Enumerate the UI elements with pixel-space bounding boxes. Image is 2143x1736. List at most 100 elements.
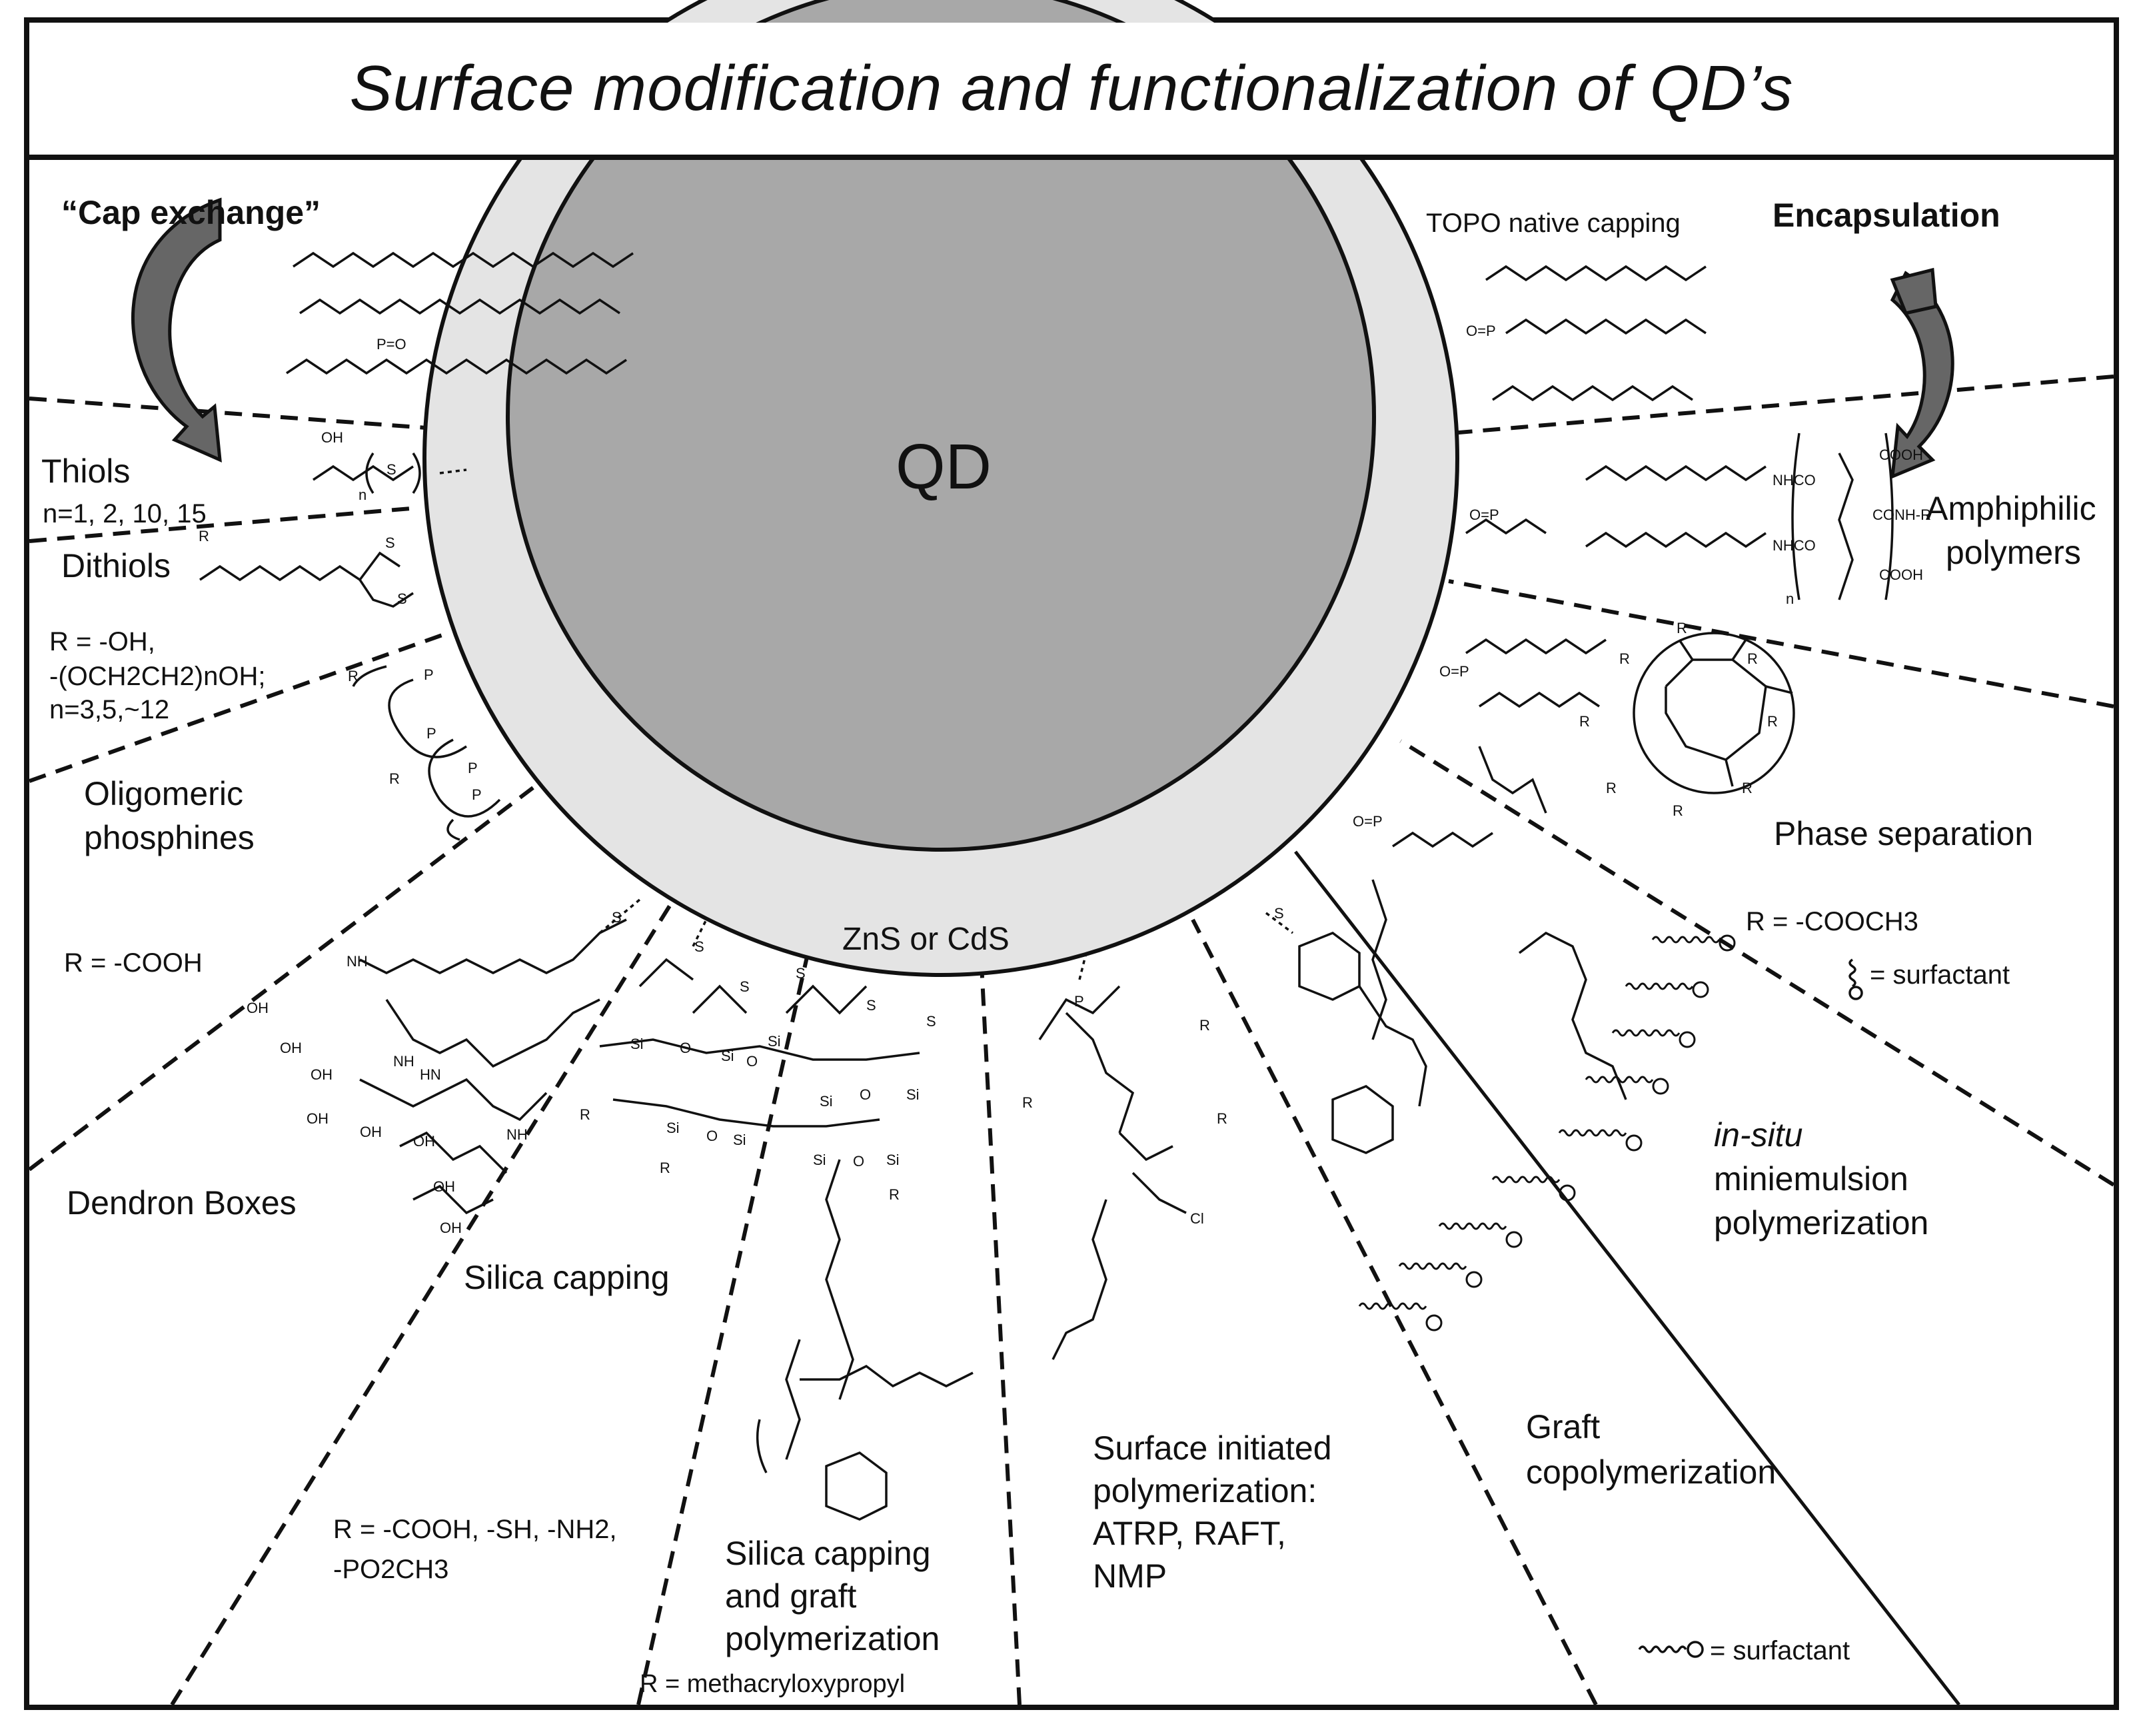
atom-r: R <box>1606 780 1617 796</box>
atom-nh: NH <box>506 1126 528 1143</box>
topo-label: TOPO native capping <box>1426 209 1681 238</box>
polymer-backbone <box>1838 452 1854 600</box>
phase-separation-label: Phase separation <box>1774 815 2034 852</box>
alkyl-chain <box>1585 464 1767 482</box>
dithiols-r-line3: n=3,5,~12 <box>49 695 170 724</box>
graft-chain <box>1358 986 1427 1107</box>
encapsulation-arrow <box>1890 271 1954 479</box>
dashed-bond <box>598 898 641 934</box>
thiol-chain <box>313 464 414 482</box>
r-cooch3-label: R = -COOCH3 <box>1746 907 1918 936</box>
atom-conhr: CONH-R <box>1872 506 1931 523</box>
sector-dividers <box>29 375 2114 1705</box>
dendron-chain <box>359 918 627 974</box>
atom-si: Si <box>733 1132 746 1148</box>
dithiols-r-line1: R = -OH, <box>49 627 155 656</box>
divider-line <box>29 786 534 1172</box>
atom-s: S <box>397 590 407 607</box>
silica-chain <box>825 1159 854 1400</box>
bracket <box>756 1419 768 1473</box>
benzene-ring <box>1331 1085 1394 1154</box>
divider-line <box>29 631 448 783</box>
atom-s: S <box>386 461 396 478</box>
atom-s: S <box>612 909 622 926</box>
atom-r: R <box>1199 1017 1210 1034</box>
atom-r: R <box>1742 780 1753 796</box>
benzene-ring <box>825 1451 888 1521</box>
graft-label-line1: Silica capping <box>725 1535 931 1572</box>
silica-chain <box>638 958 694 988</box>
surfactant-row <box>1398 1262 1483 1288</box>
sphere-pattern <box>1725 759 1734 787</box>
surfactant-head <box>1848 986 1863 1000</box>
divider-line <box>1191 918 1598 1705</box>
dendron-chain <box>359 1078 548 1122</box>
atom-p: P <box>1074 993 1084 1010</box>
atom-si: Si <box>666 1120 680 1136</box>
divider-line <box>29 506 419 543</box>
alkyl-chain <box>1505 318 1707 335</box>
dithiols-label: Dithiols <box>61 547 171 584</box>
sip-chain <box>1065 1012 1135 1134</box>
core-label: QD <box>896 431 992 502</box>
alkyl-chain <box>1585 531 1767 548</box>
atom-r: R <box>1619 650 1630 667</box>
alkyl-chain <box>293 251 634 269</box>
sip-label-line1: Surface initiated <box>1093 1429 1332 1467</box>
surfactant-row <box>1358 1302 1443 1331</box>
atom-r: R <box>1022 1094 1033 1111</box>
atom-si: Si <box>768 1033 781 1050</box>
graft-label-line2: and graft <box>725 1577 857 1615</box>
chemical-structures <box>199 251 1894 1658</box>
atom-s: S <box>796 965 806 982</box>
graft-r-label: R = methacryloxypropyl <box>640 1670 906 1698</box>
silica-label: Silica capping <box>464 1259 670 1296</box>
sip-chain <box>1038 985 1121 1040</box>
dendron-chain <box>399 1131 508 1174</box>
atom-s: S <box>740 978 750 995</box>
shell-label: ZnS or CdS <box>842 922 1010 957</box>
atom-s: S <box>694 938 704 955</box>
alkyl-chain <box>1465 638 1607 655</box>
alkyl-chain <box>1485 265 1707 282</box>
insitu-label-line2: miniemulsion <box>1714 1160 1908 1198</box>
atom-r: R <box>1767 713 1778 730</box>
sip-label-line2: polymerization: <box>1093 1472 1317 1509</box>
surfactant-legend-right: = surfactant <box>1870 960 2010 990</box>
silica-chain <box>599 1038 920 1061</box>
atom-oh: OH <box>413 1133 435 1150</box>
atom-si: Si <box>906 1086 920 1103</box>
divider-line <box>1451 375 2114 435</box>
sphere-pattern <box>1765 685 1793 694</box>
sip-chain <box>1131 1172 1187 1214</box>
atom-n: n <box>1786 590 1794 607</box>
atom-n: n <box>358 486 366 503</box>
atom-cooh: COOH <box>1879 446 1923 463</box>
atom-nh: NH <box>393 1053 414 1070</box>
dendron-chain <box>385 998 600 1068</box>
surfactant-head <box>1687 1641 1704 1658</box>
phosphine-arc <box>446 818 460 841</box>
nanosphere <box>1633 632 1795 794</box>
graft-chain <box>800 1364 974 1388</box>
dashed-bond <box>1265 912 1294 934</box>
atom-r: R <box>389 770 400 787</box>
surfactant-row <box>1585 1076 1669 1095</box>
atom-r: R <box>889 1186 900 1203</box>
atom-r: R <box>199 528 209 544</box>
alkyl-chain <box>1478 746 1547 814</box>
encapsulation-arrow-top <box>1890 267 1938 315</box>
atom-op: O=P <box>1439 663 1469 680</box>
atom-r: R <box>1579 713 1590 730</box>
cap-exchange-arrow <box>131 197 222 463</box>
thiols-label: Thiols <box>41 452 131 490</box>
alkyl-chain <box>1492 385 1693 402</box>
divider-line <box>1448 579 2114 708</box>
atom-oh: OH <box>360 1124 382 1140</box>
atom-r: R <box>660 1160 670 1176</box>
atom-si: Si <box>813 1152 826 1168</box>
benzene-ring <box>1298 932 1361 1001</box>
dithiol-chain <box>199 551 400 582</box>
oligomeric-label-line1: Oligomeric <box>84 775 243 812</box>
